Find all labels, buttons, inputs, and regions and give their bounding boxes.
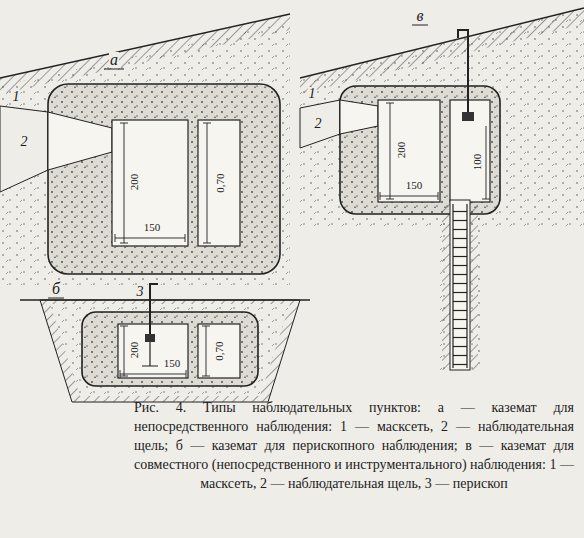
periscope-eyepiece bbox=[462, 112, 474, 121]
room bbox=[198, 324, 240, 378]
pit-walls bbox=[40, 300, 300, 402]
figure-caption: Рис. 4. Типы наблюдательных пунктов: а —… bbox=[134, 398, 574, 493]
drawing-path bbox=[380, 192, 438, 200]
callout-number: 2 bbox=[314, 117, 323, 131]
camouflage-cover bbox=[0, 14, 290, 94]
room bbox=[112, 120, 188, 246]
drawing-path bbox=[386, 103, 394, 199]
concrete-casemate bbox=[48, 84, 280, 274]
letter-underline bbox=[104, 69, 124, 70]
dimension-label: 150 bbox=[163, 358, 182, 369]
figure-letter: б bbox=[51, 281, 61, 297]
exit-shaft bbox=[450, 200, 470, 370]
concrete-casemate bbox=[340, 86, 500, 214]
dimension-label: 150 bbox=[405, 180, 424, 191]
casemate-direct bbox=[0, 14, 290, 285]
ground bbox=[300, 8, 584, 230]
dimension-label: 0,70 bbox=[215, 172, 226, 193]
drawing-path bbox=[482, 126, 490, 199]
dimension-lines bbox=[380, 103, 490, 200]
callout-number: 3 bbox=[136, 285, 145, 299]
ground-surface bbox=[300, 8, 584, 78]
camouflage-cover bbox=[300, 8, 584, 94]
casemate-combined bbox=[300, 8, 584, 370]
dimension-label: 200 bbox=[396, 141, 407, 160]
shaft-wall bbox=[470, 202, 478, 370]
room bbox=[198, 120, 240, 246]
drawing-path bbox=[120, 326, 128, 376]
drawing-path bbox=[120, 370, 186, 378]
backfill bbox=[50, 304, 290, 396]
callout-number: 1 bbox=[308, 87, 317, 101]
periscope bbox=[150, 284, 158, 334]
callout-number: 1 bbox=[12, 90, 21, 104]
ladder-rails bbox=[453, 204, 467, 368]
dimension-label: 200 bbox=[129, 341, 140, 360]
dimension-label: 0,70 bbox=[214, 340, 225, 361]
room bbox=[378, 100, 440, 202]
figure-letter: а bbox=[109, 52, 119, 68]
dimension-label: 200 bbox=[129, 173, 140, 192]
shaft-wall bbox=[442, 202, 450, 370]
periscope bbox=[458, 30, 468, 112]
observation-slit bbox=[340, 100, 378, 134]
backfill bbox=[50, 304, 290, 396]
dimension-lines bbox=[120, 326, 210, 378]
room bbox=[450, 100, 490, 202]
periscope-eyepiece bbox=[145, 334, 155, 342]
drawing-path bbox=[115, 234, 185, 242]
observation-slit bbox=[48, 112, 112, 170]
callout-number: 2 bbox=[20, 135, 29, 149]
drawing-path bbox=[120, 123, 128, 243]
ladder-rungs bbox=[453, 204, 467, 368]
dimension-lines bbox=[115, 123, 211, 243]
concrete-casemate bbox=[82, 312, 258, 386]
casemate-periscope bbox=[20, 284, 310, 402]
trench bbox=[300, 100, 340, 148]
figure-letter: в bbox=[416, 8, 425, 24]
drawing-path bbox=[203, 123, 211, 243]
room bbox=[118, 324, 188, 378]
dimension-label: 100 bbox=[472, 153, 483, 172]
letter-underline bbox=[412, 25, 428, 26]
letter-underline bbox=[48, 298, 64, 299]
trench bbox=[0, 106, 48, 192]
periscope-stand bbox=[142, 342, 158, 366]
ground-surface bbox=[0, 14, 290, 78]
dimension-label: 150 bbox=[143, 222, 162, 233]
drawing-path bbox=[202, 326, 210, 376]
